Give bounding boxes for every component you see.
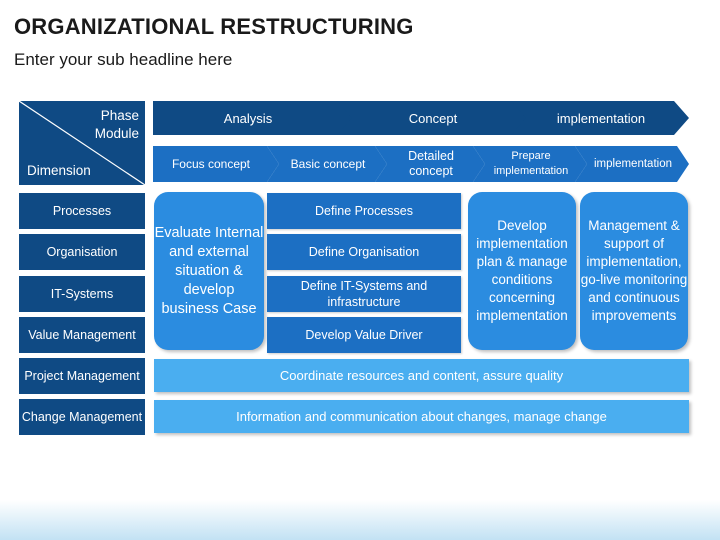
corner-dimension-label: Dimension — [27, 163, 91, 178]
phase-arrow-implementation: implementation — [511, 101, 689, 135]
define-organisation-box: Define Organisation — [267, 234, 461, 270]
page-subtitle: Enter your sub headline here — [14, 50, 233, 69]
phase-arrow-analysis: Analysis — [153, 101, 353, 135]
bottom-glow-decoration — [0, 500, 720, 540]
module-arrow-basic-concept: Basic concept — [267, 146, 387, 182]
corner-phase-label: Phase — [100, 108, 139, 123]
diagonal-divider — [19, 101, 145, 185]
dimension-processes: Processes — [19, 193, 145, 229]
module-arrow-prepare-implementation: Prepare implementation — [473, 146, 587, 182]
module-label: Detailed concept — [408, 149, 454, 178]
management-support-box: Management & support of implementation, … — [580, 192, 688, 350]
corner-labels-top: Phase Module — [95, 107, 139, 143]
phase-label: Concept — [408, 110, 458, 126]
module-arrow-implementation: implementation — [575, 146, 689, 182]
dimension-change-management: Change Management — [19, 399, 145, 435]
dimension-it-systems: IT-Systems — [19, 276, 145, 312]
module-label: implementation — [594, 157, 672, 170]
phase-arrow-concept: Concept — [337, 101, 527, 135]
change-management-bar: Information and communication about chan… — [154, 400, 689, 433]
phase-label: Analysis — [223, 110, 273, 126]
dimension-project-management: Project Management — [19, 358, 145, 394]
module-label: Prepare implementation — [493, 150, 569, 177]
module-label: Basic concept — [290, 156, 366, 171]
page-title: ORGANIZATIONAL RESTRUCTURING — [14, 14, 414, 39]
module-arrow-detailed-concept: Detailed concept — [375, 146, 485, 182]
define-processes-box: Define Processes — [267, 193, 461, 229]
evaluate-situation-box: Evaluate Internal and external situation… — [154, 192, 264, 350]
define-it-systems-box: Define IT-Systems and infrastructure — [267, 276, 461, 312]
module-arrow-focus-concept: Focus concept — [153, 146, 279, 182]
corner-module-label: Module — [94, 126, 139, 141]
dimension-value-management: Value Management — [19, 317, 145, 353]
header-corner-cell: Phase Module Dimension — [19, 101, 145, 185]
project-management-bar: Coordinate resources and content, assure… — [154, 359, 689, 392]
implementation-plan-box: Develop implementation plan & manage con… — [468, 192, 576, 350]
module-label: Focus concept — [171, 156, 251, 171]
phase-label: implementation — [556, 110, 646, 126]
value-driver-box: Develop Value Driver — [267, 317, 461, 353]
dimension-organisation: Organisation — [19, 234, 145, 270]
